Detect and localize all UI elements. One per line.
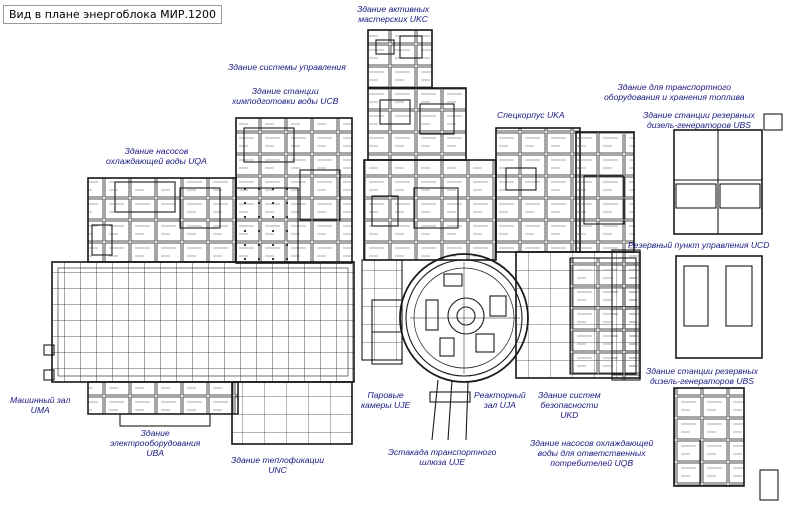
central-block xyxy=(361,159,497,361)
turbine-hall-uma xyxy=(43,261,355,383)
grid-area xyxy=(235,187,299,263)
label-uja: Реакторный зал UJA xyxy=(474,390,526,410)
label-uje-steam: Паровые камеры UJE xyxy=(361,390,411,410)
building-uqb xyxy=(673,387,779,501)
page-title: Вид в плане энергоблока МИР.1200 xyxy=(3,5,222,24)
label-uqb: Здание насосов охлаждающей воды для отве… xyxy=(530,438,654,468)
label-ubs-bottom: Здание станции резервных дизель-генерато… xyxy=(646,366,758,386)
steam-chambers-uje xyxy=(371,299,403,365)
label-control-building: Здание системы управления xyxy=(228,62,346,72)
building-ucd xyxy=(611,249,641,381)
label-transport-building: Здание для транспортного оборудования и … xyxy=(604,82,745,102)
label-uka: Спецкорпус UKA xyxy=(497,110,565,120)
building-ukc xyxy=(367,29,433,89)
building-ubs-top xyxy=(673,113,783,235)
building-uba xyxy=(87,381,239,427)
label-uma: Машинный зал UMA xyxy=(10,395,71,415)
label-ukc: Здание активных мастерских UKC xyxy=(357,4,430,24)
label-unc: Здание теплофикации UNC xyxy=(231,455,325,475)
label-ucd: Резервный пункт управления UCD xyxy=(628,240,770,250)
label-uje-trestle: Эстакада транспортного шлюза UJE xyxy=(388,447,497,467)
label-ukd: Здание систем безопасности UKD xyxy=(538,390,601,420)
trestle-uje xyxy=(429,379,471,441)
label-ubs-top: Здание станции резервных дизель-генерато… xyxy=(643,110,755,130)
building-ubs-bottom xyxy=(675,255,763,359)
label-uba: Здание электрооборудования UBA xyxy=(110,428,201,458)
building-control xyxy=(367,87,467,161)
label-ucb: Здание станции химподготовки воды UCB xyxy=(232,86,339,106)
building-unc xyxy=(231,381,353,445)
reactor-hall-uja xyxy=(399,253,529,383)
label-uqa: Здание насосов охлаждающей воды UQA xyxy=(106,146,207,166)
building-uka xyxy=(495,127,581,253)
building-uqa xyxy=(87,177,237,263)
building-transport xyxy=(575,131,635,253)
